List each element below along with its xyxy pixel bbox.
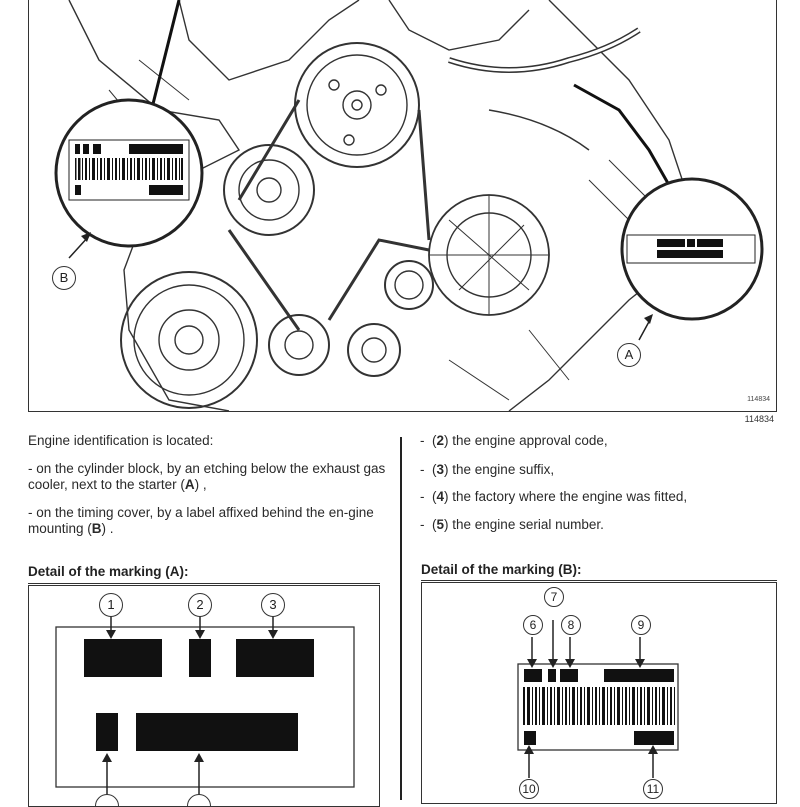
- marking-item-2-num: 2: [436, 433, 445, 448]
- marking-item-2-text: the engine approval code,: [448, 433, 608, 448]
- marking-item-5-num: 5: [436, 517, 445, 532]
- callout-7: 7: [544, 587, 564, 607]
- intro-text: Engine identification is located:: [28, 433, 214, 448]
- marking-item-2: - (2) the engine approval code,: [420, 433, 608, 448]
- detail-a-diagram: [55, 616, 355, 801]
- marking-item-4-text: the factory where the engine was fitted,: [448, 489, 688, 504]
- callout-10: 10: [519, 779, 539, 799]
- callout-3: 3: [261, 593, 285, 617]
- marking-item-4-num: 4: [436, 489, 445, 504]
- location-item-b-pre: - on the timing cover, by a label affixe…: [28, 505, 374, 536]
- field-2-block: [189, 639, 211, 677]
- field-5-block: [136, 713, 298, 751]
- detail-b-panel: 6 7 8 9 10 11: [421, 582, 777, 804]
- detail-a-rule: [28, 583, 380, 584]
- callout-6: 6: [523, 615, 543, 635]
- marking-item-3-num: 3: [436, 462, 445, 477]
- marking-item-4: - (4) the factory where the engine was f…: [420, 489, 688, 504]
- marking-item-3-text: the engine suffix,: [448, 462, 555, 477]
- column-divider: [400, 437, 402, 800]
- field-4-block: [96, 713, 118, 751]
- location-item-b: - on the timing cover, by a label affixe…: [28, 505, 388, 537]
- callout-1: 1: [99, 593, 123, 617]
- callout-2: 2: [188, 593, 212, 617]
- location-item-a-post: ) ,: [194, 477, 207, 492]
- figure-id-small: 114834: [747, 396, 770, 403]
- callout-8: 8: [561, 615, 581, 635]
- detail-a-heading: Detail of the marking (A):: [28, 564, 189, 579]
- location-item-b-bold: B: [91, 521, 102, 536]
- callout-11: 11: [643, 779, 663, 799]
- location-item-a: - on the cylinder block, by an etching b…: [28, 461, 388, 493]
- location-item-b-post: ) .: [101, 521, 114, 536]
- callout-a: A: [617, 343, 641, 367]
- detail-b-heading: Detail of the marking (B):: [421, 562, 582, 577]
- location-item-a-pre: - on the cylinder block, by an etching b…: [28, 461, 386, 492]
- location-item-a-bold: A: [184, 477, 195, 492]
- marking-item-5-text: the engine serial number.: [448, 517, 604, 532]
- marking-item-5: - (5) the engine serial number.: [420, 517, 604, 532]
- field-1-block: [84, 639, 162, 677]
- callout-9: 9: [631, 615, 651, 635]
- figure-id: 114834: [744, 414, 774, 424]
- detail-b-rule: [421, 580, 777, 581]
- detail-b-diagram: [517, 620, 679, 778]
- detail-a-panel: 1 2 3: [28, 585, 380, 807]
- callout-b: B: [52, 266, 76, 290]
- field-3-block: [236, 639, 314, 677]
- barcode: [523, 687, 675, 725]
- engine-illustration: [54, 0, 764, 411]
- engine-figure: [28, 0, 777, 412]
- marking-item-3: - (3) the engine suffix,: [420, 462, 555, 477]
